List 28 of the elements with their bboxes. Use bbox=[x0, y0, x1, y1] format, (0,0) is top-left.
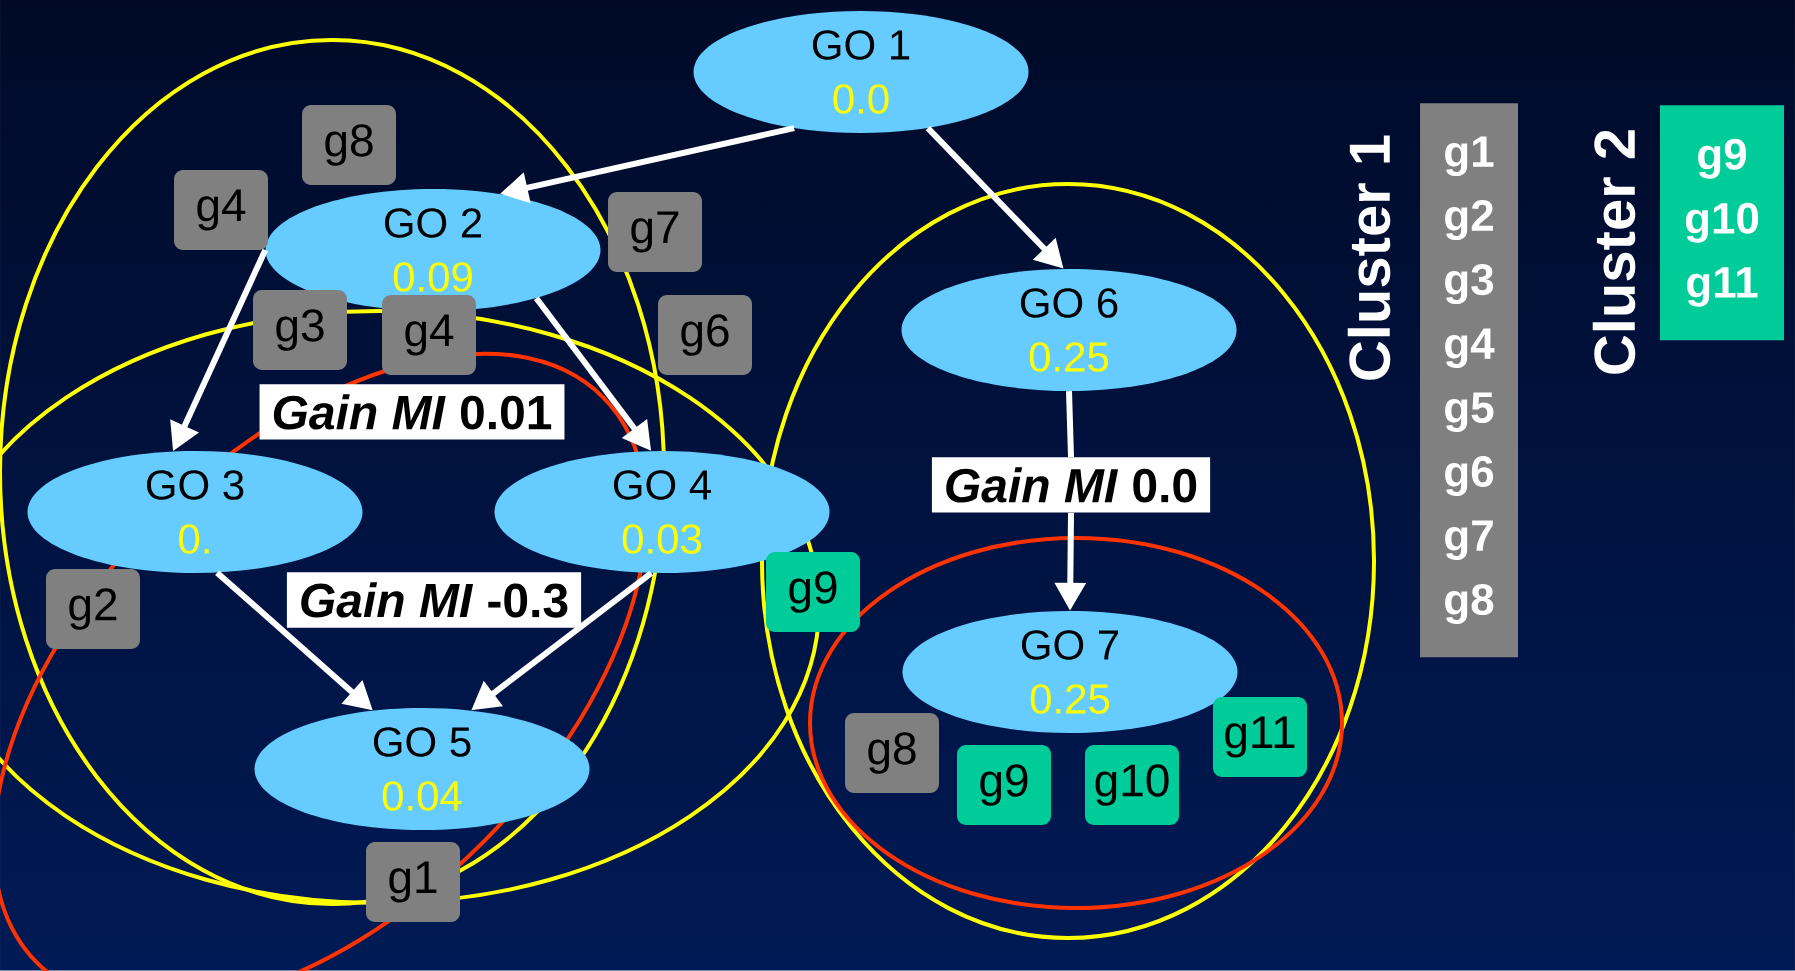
node-label: g1 bbox=[1445, 136, 1494, 176]
gene-box: g8 bbox=[302, 105, 396, 185]
gene-box: g9 bbox=[957, 745, 1051, 825]
node-label: g2 bbox=[1445, 199, 1493, 240]
gene-box: g8 bbox=[845, 713, 939, 793]
node-label: g5 bbox=[1445, 392, 1494, 432]
gene-box: g7 bbox=[608, 192, 702, 272]
score-box: Gain MI -0.3 bbox=[286, 572, 582, 628]
gene-box: g1 bbox=[366, 842, 460, 922]
gene-box: g2 bbox=[46, 569, 140, 649]
node-label: g7 bbox=[1445, 520, 1493, 560]
cluster-bar: g1 g2 g3 g4 g5 g6 g7 g8 bbox=[1420, 103, 1518, 658]
gene-box: g4 bbox=[174, 170, 268, 250]
gene-box: g11 bbox=[1213, 697, 1307, 777]
gene-box: g4 bbox=[382, 295, 476, 375]
node-label: g3 bbox=[1445, 263, 1494, 304]
cluster-label: Cluster 2 bbox=[1592, 130, 1636, 374]
cluster-label: Cluster 1 bbox=[1347, 135, 1391, 380]
gene-box: g9 bbox=[766, 552, 860, 632]
gene-box: g10 bbox=[1085, 745, 1179, 825]
gene-box: g3 bbox=[253, 290, 347, 370]
cluster-bar: g9 g10 g11 bbox=[1660, 105, 1784, 341]
gene-box: g6 bbox=[658, 295, 752, 375]
score-box: Gain MI 0.01 bbox=[259, 384, 565, 440]
node-label: g4 bbox=[1445, 328, 1495, 368]
node-label: g6 bbox=[1445, 455, 1494, 496]
node-label: g8 bbox=[1445, 583, 1494, 624]
score-box: Gain MI 0.0 bbox=[931, 457, 1211, 513]
